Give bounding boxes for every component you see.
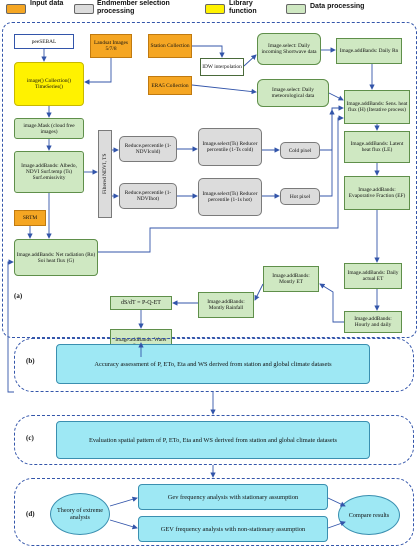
legend-processing-label: Data processing bbox=[310, 3, 365, 10]
legend-endmember-label: Endmember selection processing bbox=[97, 0, 170, 15]
legend-library-label: Library function bbox=[229, 0, 257, 15]
section-a-label: (a) bbox=[14, 292, 23, 300]
select-cold-node: Image.select(Ts) Reducer percentile (1-T… bbox=[198, 128, 262, 166]
compare-node: Compare results bbox=[338, 495, 400, 535]
arrow-station-idw bbox=[192, 45, 225, 58]
era5-node: ERA5 Collection bbox=[148, 76, 192, 95]
arrow-stationary-compare bbox=[327, 497, 346, 507]
stage-c-node: Evaluation spatial pattern of P, ETo, Et… bbox=[56, 421, 370, 459]
arrow-coldpixel-sens bbox=[320, 105, 344, 151]
legend-processing-swatch bbox=[286, 4, 306, 14]
reduce-hot-node: Reduce.percentile (1-NDVIhot) bbox=[119, 183, 177, 209]
arrow-idw-shortwave bbox=[243, 54, 257, 67]
meteo-node: Image.select: Daily meteorological data bbox=[257, 79, 329, 107]
legend-input-swatch bbox=[6, 4, 26, 14]
station-node: Station Collection bbox=[148, 34, 192, 58]
arrow-monthlyet-rain bbox=[254, 283, 264, 301]
monthly-rain-node: Image.addBands: Montly Rainfall bbox=[198, 292, 254, 318]
stage-b-node: Accuracy assessment of P, ETo, Eta and W… bbox=[56, 344, 370, 384]
addbands-albedo-node: Image.addBands: Albedo, NDVI Surf.temp (… bbox=[14, 151, 84, 193]
image-collection-node: image() Collection() TimeSeries() bbox=[14, 62, 84, 106]
hot-pixel-node: Hot pixel bbox=[280, 188, 320, 205]
arrow-landsat-collection bbox=[84, 58, 112, 85]
sens-heat-node: Image.addBands: Sens. heat flux (H) (Ite… bbox=[344, 90, 410, 124]
monthly-et-node: Image.addBands: Montly ET bbox=[263, 266, 319, 292]
latent-heat-node: Image.addBands: Latent heat flux (LE) bbox=[344, 131, 410, 163]
legend-input-label: Input data bbox=[30, 0, 64, 7]
section-c-label: (c) bbox=[26, 434, 34, 442]
select-hot-node: Image.select(Ts) Reducer percentile (1-1… bbox=[198, 178, 262, 216]
arrow-netrad-sens bbox=[98, 115, 344, 253]
water-balance-node: dS/dT = P-Q-ET bbox=[110, 296, 172, 310]
idw-node: IDW interpolation bbox=[200, 58, 244, 76]
hourly-daily-node: Image.addBands: Hourly and daily bbox=[344, 311, 402, 333]
arrow-loop-left bbox=[7, 259, 14, 393]
legend-library-swatch bbox=[205, 4, 225, 14]
arrow-nonstationary-compare bbox=[327, 520, 346, 529]
legend-endmember-swatch bbox=[74, 4, 94, 14]
daily-et-node: Image.addBands: Daily actual ET bbox=[344, 263, 402, 289]
arrow-hotpixel-sens bbox=[320, 109, 335, 197]
section-d-frame bbox=[14, 478, 414, 546]
srtm-node: SRTM bbox=[14, 210, 46, 226]
arrow-theory-stationary bbox=[109, 496, 138, 507]
section-c-frame bbox=[14, 415, 414, 465]
gev-nonstationary-node: GEV frequency analysis with non-stationa… bbox=[138, 516, 328, 542]
arrow-theory-nonstationary bbox=[109, 519, 138, 530]
section-b-frame bbox=[14, 338, 414, 392]
shortwave-node: Image.select: Daily incoming Shortwave d… bbox=[257, 33, 321, 65]
image-mask-node: image.Mask (cloud free images) bbox=[14, 118, 84, 139]
daily-rn-node: Image.addBands: Daily Rn bbox=[336, 38, 402, 64]
section-b-label: (b) bbox=[26, 357, 35, 365]
cold-pixel-node: Cold pixel bbox=[280, 142, 320, 159]
section-a-frame bbox=[2, 22, 417, 338]
landsat-node: Landsat Images 5/7/8 bbox=[90, 34, 132, 58]
peesebal-node: peeSEBAL bbox=[14, 34, 74, 49]
arrow-era5-meteo bbox=[191, 84, 257, 95]
section-d-label: (d) bbox=[26, 510, 35, 518]
reduce-cold-node: Reduce.percentile (1-NDVIcold) bbox=[119, 136, 177, 162]
gev-stationary-node: Gev frequency analysis with stationary a… bbox=[138, 484, 328, 510]
theory-node: Theory of extreme analysis bbox=[50, 493, 110, 535]
evap-fraction-node: Image.addBands: Evaporative Fraction (EF… bbox=[344, 176, 410, 210]
arrow-meteo-sens bbox=[328, 92, 344, 101]
net-radiation-node: Image.addBands: Net radiation (Rn) Soi h… bbox=[14, 239, 98, 276]
arrow-hourly-monthlyet bbox=[319, 283, 344, 323]
